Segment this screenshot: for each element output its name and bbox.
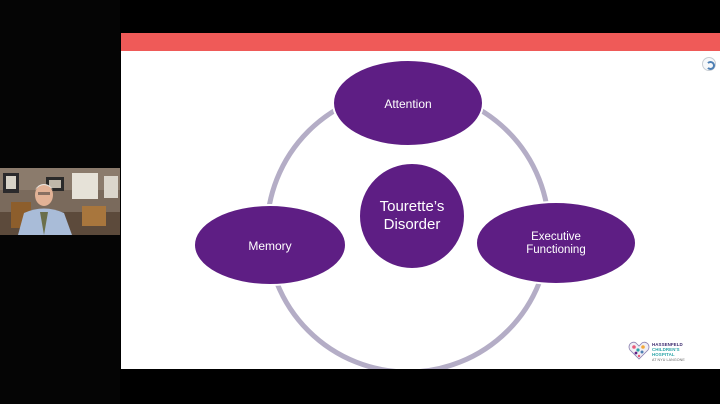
node-center-label-line2: Disorder (384, 216, 441, 233)
scroll-circle-icon[interactable] (702, 57, 716, 71)
heart-logo-icon (628, 341, 650, 360)
node-memory: Memory (193, 204, 347, 286)
speaker-video-tile[interactable] (0, 168, 120, 235)
presentation-slide: Attention Memory Executive Functioning T… (121, 33, 720, 369)
concept-diagram: Attention Memory Executive Functioning T… (193, 59, 637, 369)
logo-line-1: HASSENFELD (652, 342, 683, 347)
node-executive-label-line1: Executive (531, 231, 581, 243)
logo-line-4: AT NYU LANGONE (652, 357, 685, 362)
node-memory-label: Memory (248, 239, 291, 253)
node-attention-label: Attention (384, 97, 431, 111)
node-attention: Attention (332, 59, 484, 147)
logo-text: HASSENFELD CHILDREN'S HOSPITAL AT NYU LA… (652, 342, 698, 363)
node-tourettes-disorder: Tourette’s Disorder (358, 162, 466, 270)
speaker-video-frame (0, 168, 120, 235)
video-sidebar (0, 0, 120, 404)
logo-line-3: HOSPITAL (652, 352, 675, 358)
node-executive-functioning: Executive Functioning (475, 201, 637, 285)
node-center-label-line1: Tourette’s (380, 198, 445, 215)
node-executive-label-line2: Functioning (526, 244, 585, 256)
hospital-logo: HASSENFELD CHILDREN'S HOSPITAL AT NYU LA… (628, 339, 698, 365)
slide-header-banner (121, 33, 720, 51)
logo-line-2: CHILDREN'S (652, 347, 680, 353)
